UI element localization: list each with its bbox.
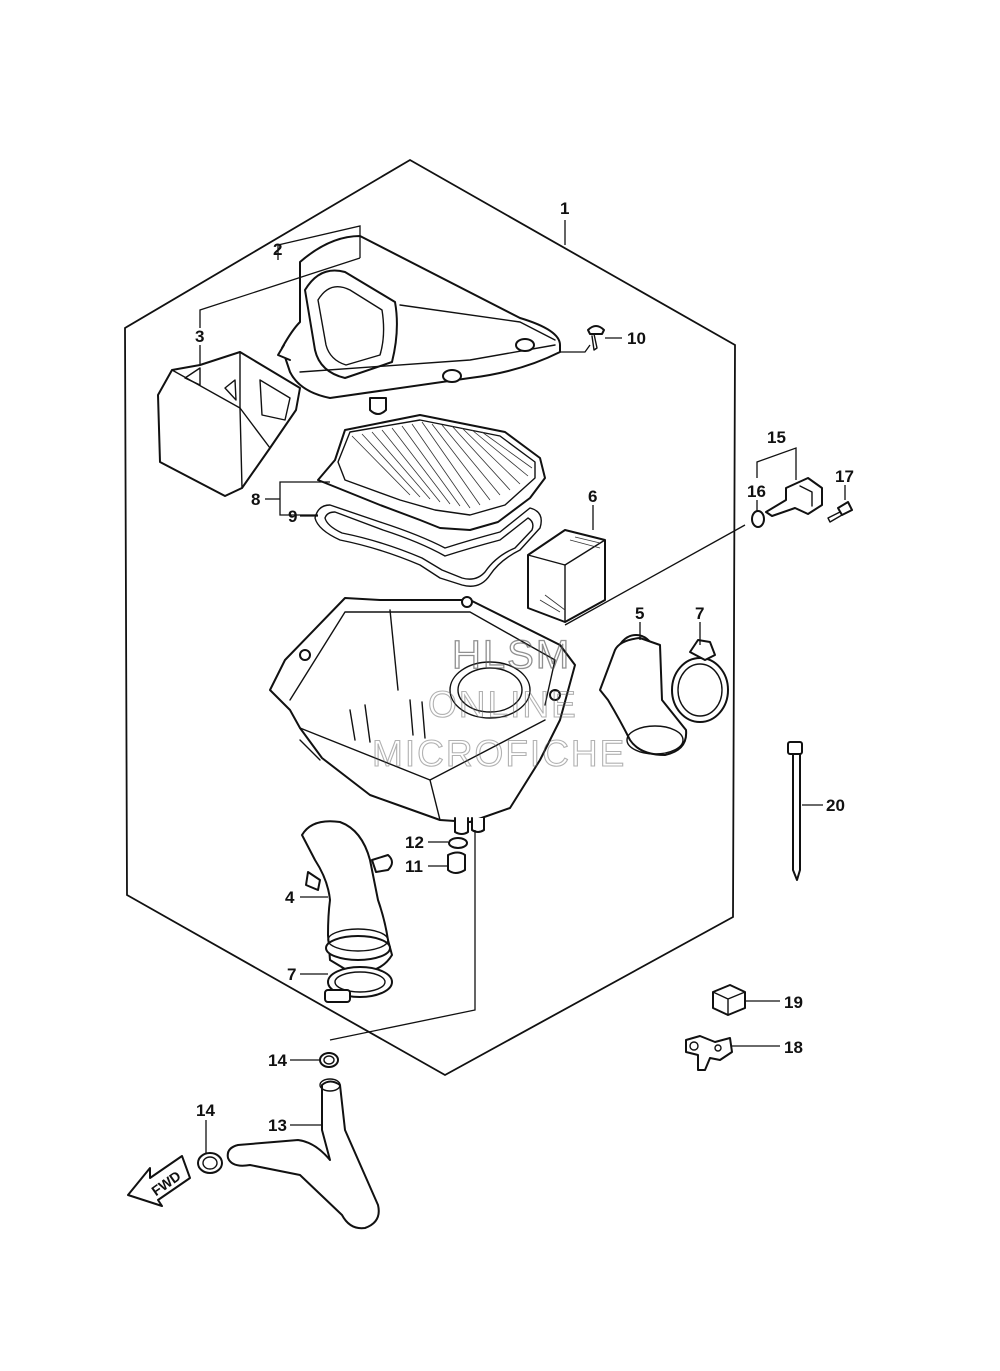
part-8-filter-element xyxy=(317,414,546,531)
callout-11: 11 xyxy=(405,857,423,876)
callout-7-upper: 7 xyxy=(695,604,704,623)
part-4-drain-duct xyxy=(301,820,393,974)
part-6-sponge xyxy=(527,529,606,623)
part-2-cover xyxy=(277,235,561,415)
part-19-cushion xyxy=(712,984,746,1016)
callout-18: 18 xyxy=(784,1038,803,1057)
air-cleaner-case xyxy=(269,596,576,835)
filter-pleats xyxy=(351,421,533,509)
callout-9: 9 xyxy=(288,507,297,526)
callout-15: 15 xyxy=(767,428,786,447)
part-7-clamp-upper xyxy=(671,639,729,723)
callout-13: 13 xyxy=(268,1116,287,1135)
callout-14-upper: 14 xyxy=(268,1051,287,1070)
assembly-frame xyxy=(124,158,736,1077)
part-16-o-ring xyxy=(751,510,765,528)
callout-10: 10 xyxy=(627,329,646,348)
callout-5: 5 xyxy=(635,604,644,623)
callout-8: 8 xyxy=(251,490,260,509)
callout-12: 12 xyxy=(405,833,424,852)
part-13-hose xyxy=(226,1078,380,1230)
callout-14-lower: 14 xyxy=(196,1101,215,1120)
watermark-line-2: ONLINE xyxy=(428,684,578,725)
callout-3: 3 xyxy=(195,327,204,346)
part-9-gasket xyxy=(314,504,542,587)
callout-labels: 1 2 3 4 5 6 7 7 8 9 10 11 12 13 14 14 15… xyxy=(195,199,854,1135)
callout-4: 4 xyxy=(285,888,295,907)
part-20-cable-tie xyxy=(787,741,803,881)
part-5-inlet-pipe xyxy=(599,634,688,756)
part-7-clamp-lower xyxy=(324,966,393,1003)
callout-1: 1 xyxy=(560,199,569,218)
callout-16: 16 xyxy=(747,482,766,501)
fwd-arrow-icon: FWD xyxy=(127,1155,191,1207)
part-14-clamp-lower xyxy=(197,1152,223,1174)
part-3-intake-duct xyxy=(157,351,301,497)
callout-20: 20 xyxy=(826,796,845,815)
watermark-line-1: HLSM xyxy=(452,633,571,677)
part-12-clip xyxy=(448,837,468,849)
part-10-screw xyxy=(587,325,605,351)
callout-19: 19 xyxy=(784,993,803,1012)
part-15-sensor xyxy=(765,477,823,517)
watermark: HLSM ONLINE MICROFICHE xyxy=(371,632,626,774)
callout-17: 17 xyxy=(835,467,854,486)
part-14-clamp-upper xyxy=(319,1052,339,1068)
callout-2: 2 xyxy=(273,240,282,259)
watermark-line-3: MICROFICHE xyxy=(372,733,626,774)
callout-6: 6 xyxy=(588,487,597,506)
part-18-bracket xyxy=(685,1035,733,1071)
part-17-screw xyxy=(827,501,853,523)
part-11-cap xyxy=(447,851,466,874)
leader-lines xyxy=(199,220,846,1153)
callout-7-lower: 7 xyxy=(287,965,296,984)
